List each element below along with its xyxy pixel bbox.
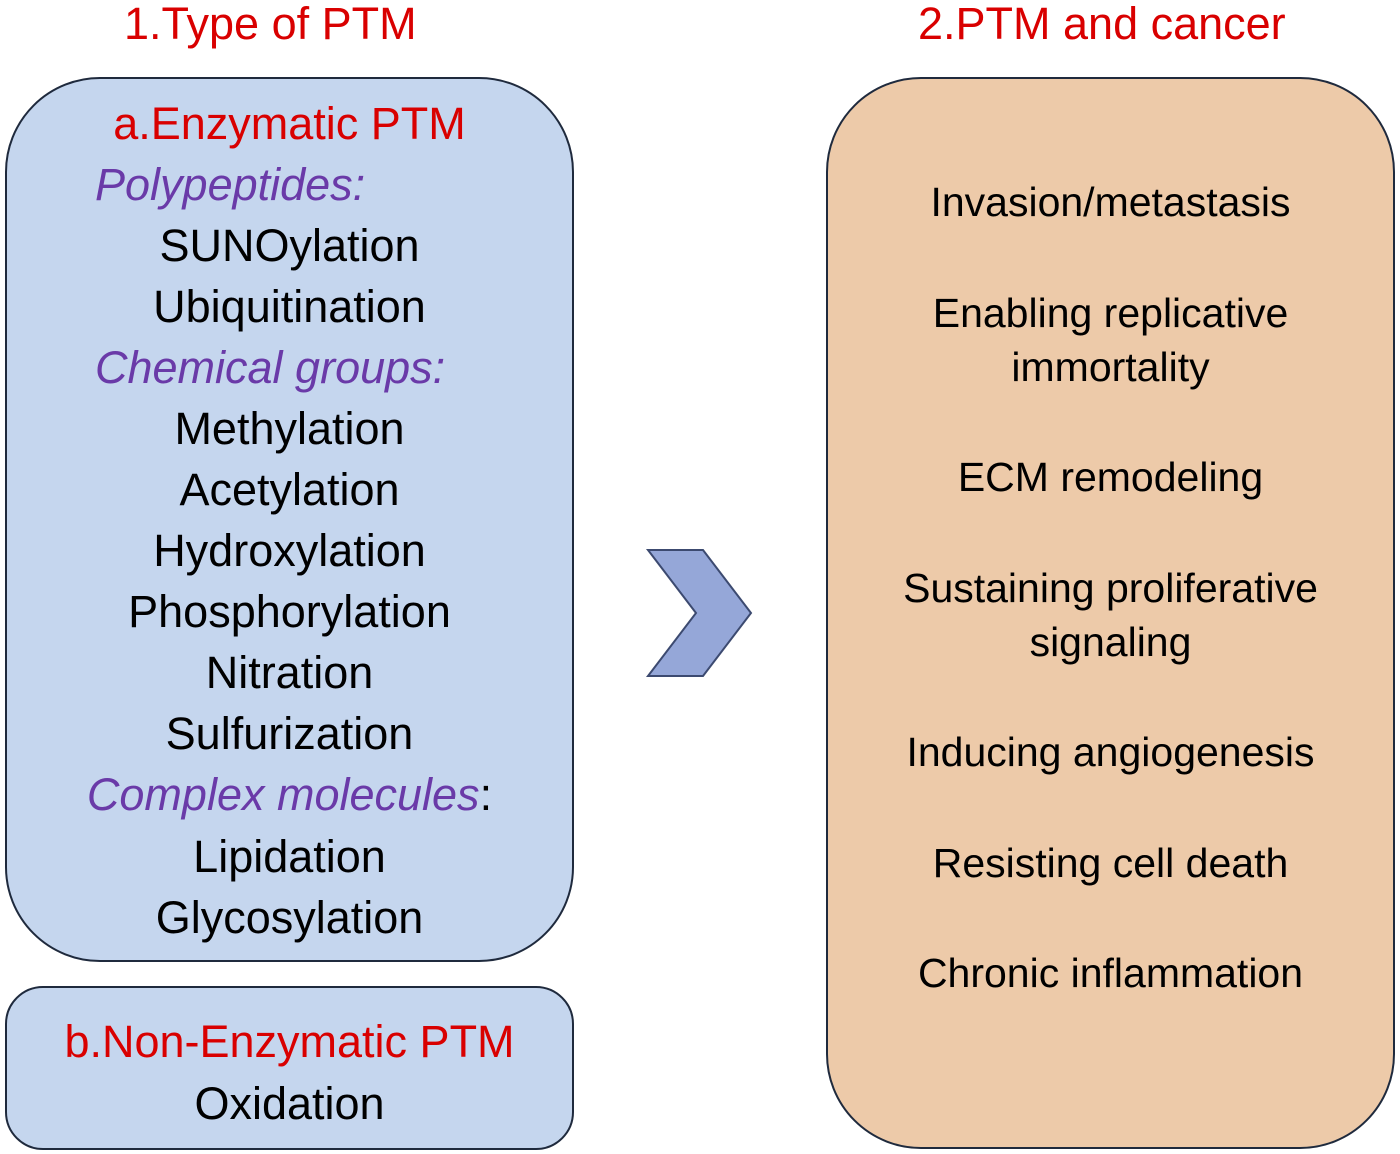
cancer-outcome-item: Resisting cell death xyxy=(932,840,1289,886)
cancer-outcome-item: Enabling replicative immortality xyxy=(932,290,1289,390)
cancer-outcome-item: Sustaining proliferative signaling xyxy=(903,565,1318,665)
list-item: Phosphorylation xyxy=(128,586,451,637)
list-item: SUNOylation xyxy=(159,220,420,271)
chemical-groups-label: Chemical groups: xyxy=(95,342,446,393)
complex-molecules-colon: : xyxy=(479,769,493,820)
enzymatic-ptm-title: a.Enzymatic PTM xyxy=(113,98,466,149)
cancer-outcome-item: Inducing angiogenesis xyxy=(906,729,1315,775)
non-enzymatic-ptm-title: b.Non-Enzymatic PTM xyxy=(64,1016,515,1067)
complex-molecules-label: Complex molecules xyxy=(86,769,480,820)
cancer-outcome-item: ECM remodeling xyxy=(957,454,1264,500)
enzymatic-ptm-box: a.Enzymatic PTM Polypeptides: SUNOylatio… xyxy=(5,77,574,962)
chevron-right-icon xyxy=(645,549,753,677)
ptm-and-cancer-heading: 2.PTM and cancer xyxy=(918,0,1286,49)
list-item: Glycosylation xyxy=(155,892,424,943)
list-item: Methylation xyxy=(174,403,405,454)
non-enzymatic-ptm-box: b.Non-Enzymatic PTM Oxidation xyxy=(5,986,574,1150)
list-item: Acetylation xyxy=(179,464,400,515)
list-item: Ubiquitination xyxy=(153,281,426,332)
complex-molecules-label-row: Complex molecules: xyxy=(7,767,572,823)
list-item: Sulfurization xyxy=(165,708,414,759)
list-item: Hydroxylation xyxy=(153,525,426,576)
type-of-ptm-heading: 1.Type of PTM xyxy=(124,0,417,49)
ptm-and-cancer-box: Invasion/metastasis Enabling replicative… xyxy=(826,77,1395,1149)
cancer-outcome-item: Invasion/metastasis xyxy=(930,179,1291,225)
polypeptides-label: Polypeptides: xyxy=(95,159,366,210)
list-item: Nitration xyxy=(205,647,374,698)
list-item: Lipidation xyxy=(193,831,386,882)
list-item: Oxidation xyxy=(194,1078,385,1129)
cancer-outcome-item: Chronic inflammation xyxy=(917,950,1304,996)
